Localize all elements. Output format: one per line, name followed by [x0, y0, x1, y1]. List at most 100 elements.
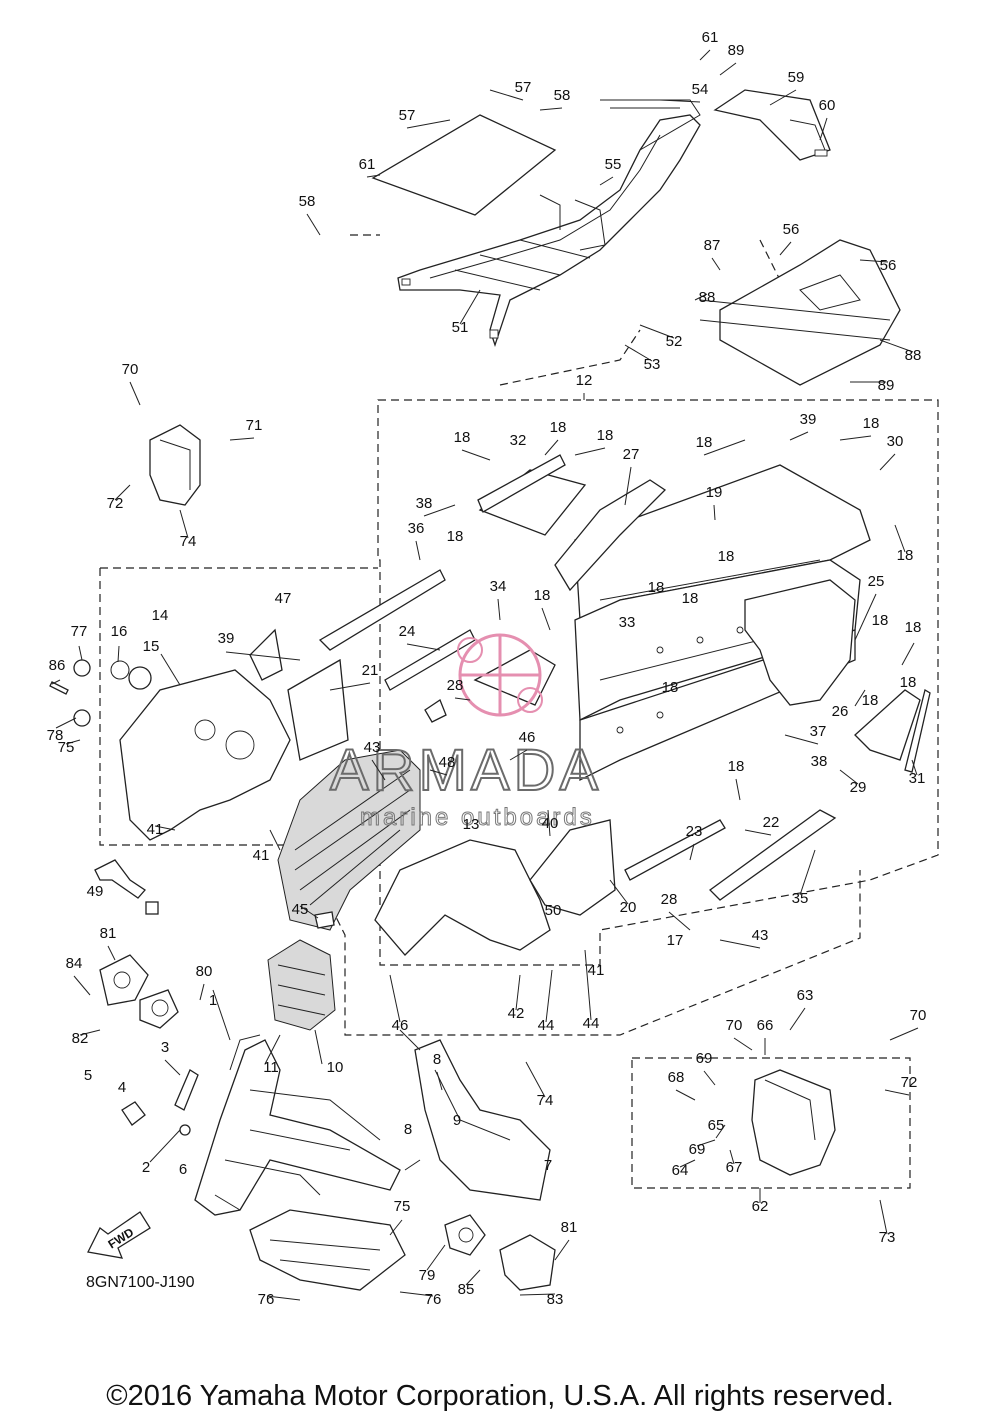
pin-90 [49, 681, 69, 695]
callout-8: 8 [433, 1051, 441, 1068]
leader-line [541, 607, 551, 631]
leader-line [884, 1089, 910, 1096]
callout-39: 39 [218, 630, 235, 647]
callout-48: 48 [439, 754, 456, 771]
bracket-29 [854, 689, 921, 761]
callout-68: 68 [668, 1069, 685, 1086]
callout-75: 75 [58, 739, 75, 756]
callout-56: 56 [783, 221, 800, 238]
leader-line [299, 905, 319, 919]
callout-51: 51 [452, 319, 469, 336]
leader-line [489, 89, 524, 101]
leader-line [459, 289, 481, 325]
callout-18: 18 [454, 429, 471, 446]
callout-38: 38 [811, 753, 828, 770]
callout-2: 2 [142, 1159, 150, 1176]
leader-line [525, 1061, 546, 1098]
callout-45: 45 [292, 901, 309, 918]
leader-line [699, 49, 711, 61]
callout-23: 23 [686, 823, 703, 840]
callout-55: 55 [605, 156, 622, 173]
cover-77 [149, 424, 201, 506]
callout-18: 18 [900, 674, 917, 691]
callout-33: 33 [619, 614, 636, 631]
group-68-boundary [631, 1057, 911, 1189]
leader-line [429, 769, 448, 776]
callout-24: 24 [399, 623, 416, 640]
callout-46: 46 [519, 729, 536, 746]
callout-22: 22 [763, 814, 780, 831]
group-12-boundary [377, 399, 939, 966]
leader-line [129, 381, 141, 406]
callout-31: 31 [909, 770, 926, 787]
callout-41: 41 [588, 962, 605, 979]
leader-line [694, 293, 708, 301]
leader-line [854, 689, 866, 707]
leader-line [212, 989, 231, 1041]
leader-line [696, 1139, 716, 1147]
leader-line [107, 945, 116, 961]
leader-line [894, 524, 906, 553]
leader-line [779, 241, 792, 256]
leader-line [454, 697, 471, 701]
bracket-28 [424, 699, 447, 723]
watermark: ARMADA marine outboards [329, 633, 599, 832]
callout-18: 18 [648, 579, 665, 596]
leader-line [839, 435, 872, 441]
leader-line [266, 1295, 301, 1301]
callout-44: 44 [538, 1017, 555, 1034]
callout-65: 65 [708, 1117, 725, 1134]
leader-line [679, 1159, 696, 1168]
callout-85: 85 [458, 1281, 475, 1298]
leader-line [415, 540, 421, 561]
rail-23 [624, 819, 726, 881]
callout-15: 15 [143, 638, 160, 655]
callout-32: 32 [510, 432, 527, 449]
callout-38: 38 [416, 495, 433, 512]
leader-line [719, 62, 737, 76]
callout-81: 81 [561, 1219, 578, 1236]
callout-43: 43 [364, 739, 381, 756]
callout-14: 14 [152, 607, 169, 624]
leader-line [389, 1219, 403, 1236]
callout-43: 43 [752, 927, 769, 944]
callout-34: 34 [490, 578, 507, 595]
leader-line [404, 1159, 421, 1171]
leader-line [406, 119, 451, 129]
callout-18: 18 [718, 548, 735, 565]
rear-frame-55 [397, 99, 701, 348]
callout-74: 74 [537, 1092, 554, 1109]
leader-line [901, 642, 915, 666]
callout-18: 18 [862, 692, 879, 709]
nut-6 [179, 1124, 191, 1136]
leader-line [547, 809, 551, 837]
callout-88: 88 [699, 289, 716, 306]
seal-16 [110, 660, 130, 680]
callout-10: 10 [327, 1059, 344, 1076]
callout-39: 39 [800, 411, 817, 428]
callout-59: 59 [788, 69, 805, 86]
callout-79: 79 [419, 1267, 436, 1284]
callout-46: 46 [392, 1017, 409, 1034]
bracket-86 [499, 1234, 556, 1291]
callout-71: 71 [246, 417, 263, 434]
leader-line [164, 1059, 181, 1076]
callout-84: 84 [66, 955, 83, 972]
leader-line [199, 983, 205, 1001]
callout-18: 18 [897, 547, 914, 564]
callout-11: 11 [263, 1059, 279, 1076]
leader-line [879, 1199, 888, 1235]
callout-67: 67 [726, 1159, 743, 1176]
callout-66: 66 [757, 1017, 774, 1034]
callout-83: 83 [547, 1291, 564, 1308]
callout-12: 12 [576, 372, 593, 389]
callout-18: 18 [682, 590, 699, 607]
skid-plate-80 [249, 1209, 406, 1291]
leader-line [599, 176, 614, 186]
callout-41: 41 [147, 821, 164, 838]
callout-18: 18 [662, 679, 679, 696]
leader-line [264, 1034, 281, 1065]
rail-36 [709, 809, 837, 901]
callout-18: 18 [696, 434, 713, 451]
